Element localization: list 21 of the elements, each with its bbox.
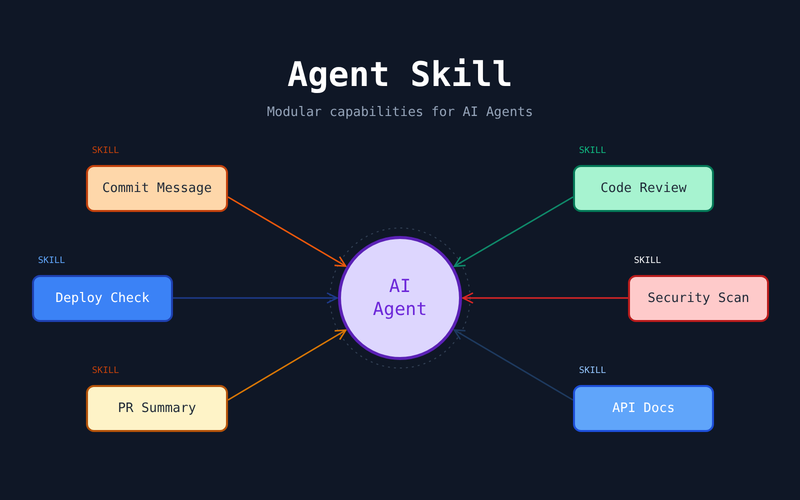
skill-tag: SKILL (92, 366, 120, 376)
skill-tag: SKILL (634, 256, 662, 266)
arrow (228, 329, 347, 401)
skill-tag: SKILL (579, 146, 606, 156)
skill-tag: SKILL (579, 366, 606, 376)
arrow (228, 196, 346, 267)
arrow (172, 292, 338, 304)
skill-box: Security Scan (628, 275, 769, 322)
agent-circle: AI Agent (338, 236, 462, 360)
arrow (462, 292, 628, 304)
subtitle: Modular capabilities for AI Agents (266, 105, 534, 120)
arrow (454, 329, 574, 401)
skill-box: Code Review (573, 165, 714, 212)
skill-box: Commit Message (86, 165, 228, 212)
skill-box: Deploy Check (32, 275, 173, 322)
arrow (454, 196, 574, 267)
skill-tag: SKILL (92, 146, 120, 156)
skill-box: API Docs (573, 385, 714, 432)
skill-box: PR Summary (86, 385, 228, 432)
skill-tag: SKILL (38, 256, 66, 266)
diagram-title: Agent Skill (286, 55, 514, 95)
